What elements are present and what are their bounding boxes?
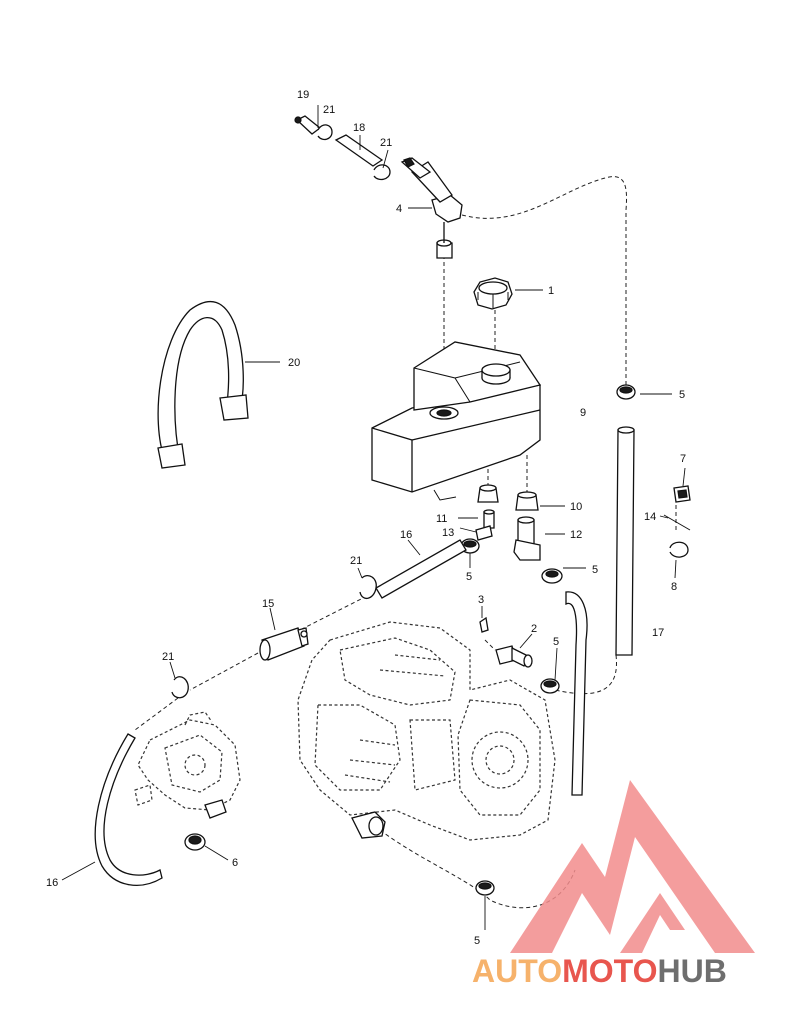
small-hardware <box>663 485 691 558</box>
callout-13: 13 <box>442 527 454 539</box>
callout-5-fitting: 5 <box>466 571 472 583</box>
fuel-filter <box>259 627 309 661</box>
tank-grommets <box>477 484 539 511</box>
fuel-hose-right <box>565 591 588 796</box>
callout-labels: 1 2 3 4 5 5 5 5 5 6 7 8 9 10 11 12 13 14… <box>46 89 686 947</box>
callout-14: 14 <box>644 511 656 523</box>
callout-20: 20 <box>288 357 300 369</box>
callout-16-upper: 16 <box>400 529 412 541</box>
callout-17: 17 <box>652 627 664 639</box>
callout-3: 3 <box>478 594 484 606</box>
svg-text:AUTOMOTOHUB: AUTOMOTOHUB <box>472 953 727 989</box>
callout-15: 15 <box>262 598 274 610</box>
vent-hose <box>615 426 635 656</box>
watermark-text-hub: HUB <box>657 953 726 989</box>
engine-block <box>297 621 556 841</box>
tank-strap <box>157 301 249 469</box>
callout-19: 19 <box>297 89 309 101</box>
callout-21-top: 21 <box>323 104 335 116</box>
leader-lines <box>61 105 686 930</box>
hose-clamp-6 <box>184 833 206 851</box>
watermark-text-auto: AUTO <box>472 953 562 989</box>
elbow-fitting <box>513 516 541 561</box>
callout-11: 11 <box>436 513 447 525</box>
callout-16-lower: 16 <box>46 877 58 889</box>
callout-4: 4 <box>396 203 402 215</box>
callout-2: 2 <box>531 623 537 635</box>
callout-10: 10 <box>570 501 582 513</box>
watermark-logo-icon <box>510 780 755 953</box>
callout-5-bottom: 5 <box>474 935 480 947</box>
callout-21-left: 21 <box>162 651 174 663</box>
fuel-pump <box>134 711 241 819</box>
callout-12: 12 <box>570 529 582 541</box>
fuel-fitting <box>475 509 495 541</box>
fuel-hose-lower <box>94 733 163 886</box>
callout-21-mid: 21 <box>380 137 392 149</box>
logo-outer-triangle <box>510 780 755 953</box>
vent-fitting-assembly <box>294 115 463 259</box>
callout-18: 18 <box>353 122 365 134</box>
hose-clamp-upper <box>616 384 636 400</box>
logo-inner-triangle <box>620 893 685 953</box>
callout-7: 7 <box>680 453 686 465</box>
tank-cap <box>473 277 513 310</box>
callout-1: 1 <box>548 285 554 297</box>
callout-5-right: 5 <box>592 564 598 576</box>
hose-clamps-middle <box>460 538 563 896</box>
callout-21-hose: 21 <box>350 555 362 567</box>
callout-5-lower-right: 5 <box>553 636 559 648</box>
automotohub-watermark: AUTOMOTOHUB <box>472 780 755 989</box>
fuel-tank <box>371 341 542 501</box>
watermark-text-moto: MOTO <box>562 953 657 989</box>
callout-6: 6 <box>232 857 238 869</box>
callout-5-upper: 5 <box>679 389 685 401</box>
check-valve <box>479 616 533 668</box>
callout-8: 8 <box>671 581 677 593</box>
hose-clips-21 <box>171 574 377 699</box>
fuel-hose-upper <box>375 539 467 599</box>
callout-9: 9 <box>580 407 586 419</box>
